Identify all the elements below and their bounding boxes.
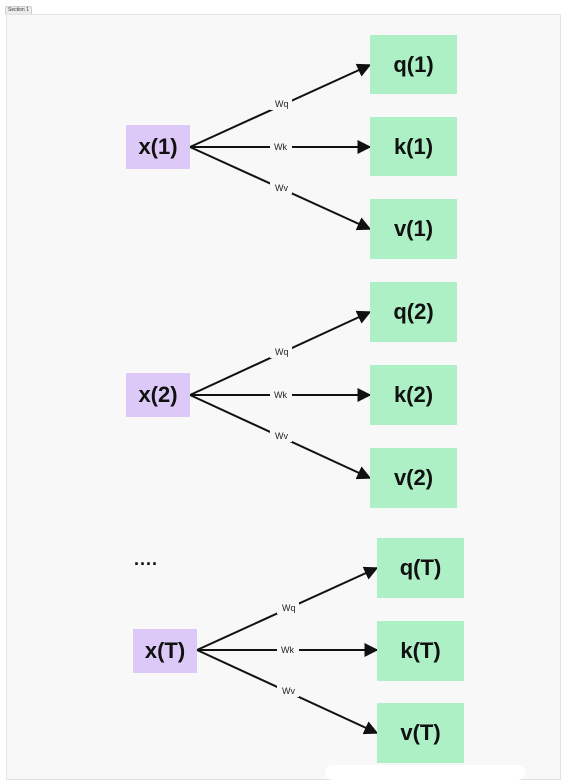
weight-label-v: Wv xyxy=(275,431,288,441)
output-node-k2: k(2) xyxy=(370,365,457,425)
weight-label-v: Wv xyxy=(275,183,288,193)
output-node-q1: q(1) xyxy=(370,35,457,94)
arrows-group-2: Wq Wk Wv xyxy=(189,310,372,480)
weight-label-k: Wk xyxy=(281,645,294,655)
output-node-kT: k(T) xyxy=(377,621,464,681)
output-node-q2: q(2) xyxy=(370,282,457,342)
weight-label-v: Wv xyxy=(282,686,295,696)
weight-label-q: Wq xyxy=(282,603,296,613)
arrows-group-1: Wq Wk Wv xyxy=(189,63,372,231)
weight-label-q: Wq xyxy=(275,99,289,109)
arrows-group-3: Wq Wk Wv xyxy=(196,566,379,735)
ellipsis: .... xyxy=(134,549,159,569)
weight-label-q: Wq xyxy=(275,347,289,357)
output-node-vT: v(T) xyxy=(377,703,464,763)
weight-label-k: Wk xyxy=(274,142,287,152)
output-node-v2: v(2) xyxy=(370,448,457,508)
frame-edge-fade xyxy=(325,765,525,780)
output-node-qT: q(T) xyxy=(377,538,464,598)
input-node-x2: x(2) xyxy=(126,373,190,417)
input-node-x1: x(1) xyxy=(126,125,190,169)
weight-label-k: Wk xyxy=(274,390,287,400)
output-node-k1: k(1) xyxy=(370,117,457,176)
output-node-v1: v(1) xyxy=(370,199,457,259)
input-node-xT: x(T) xyxy=(133,629,197,673)
